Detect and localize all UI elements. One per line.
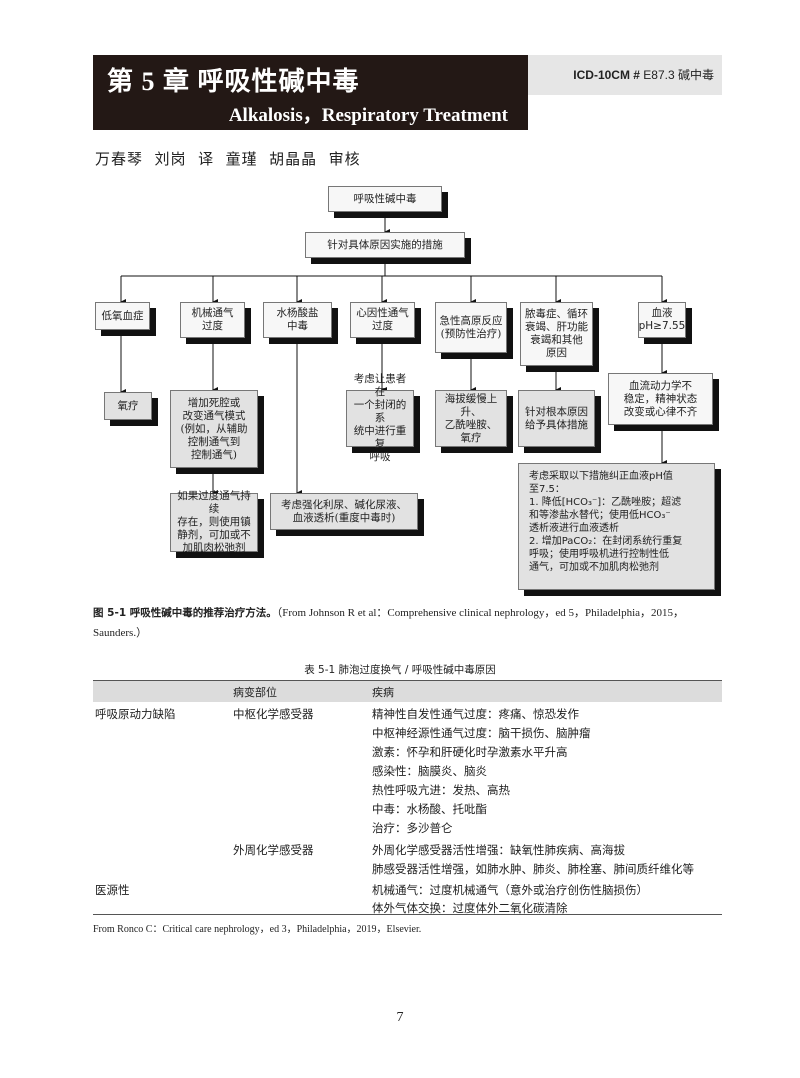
row-disease: 热性呼吸亢进：发热、高热: [372, 783, 510, 797]
row-disease: 激素：怀孕和肝硬化时孕激素水平升高: [372, 745, 568, 759]
flow-followup-diuresis: 考虑强化利尿、碱化尿液、 血液透析(重度中毒时): [270, 493, 418, 530]
row-disease: 中枢神经源性通气过度：脑干损伤、脑肿瘤: [372, 726, 591, 740]
figure-caption-source-cont: Saunders.）: [93, 627, 148, 639]
figure-caption: 图 5-1 呼吸性碱中毒的推荐治疗方法。（From Johnson R et a…: [93, 604, 733, 620]
flow-action-altitude: 海拔缓慢上升、 乙酰唑胺、 氧疗: [435, 390, 507, 447]
header-site: 病变部位: [233, 686, 277, 699]
figure-caption-label: 图 5-1 呼吸性碱中毒的推荐治疗方法。: [93, 607, 277, 619]
figure-caption-source: （From Johnson R et al：Comprehensive clin…: [276, 607, 685, 619]
flow-cause-psychogenic: 心因性通气 过度: [350, 302, 415, 338]
page-number: 7: [396, 1010, 404, 1025]
row-disease: 机械通气：过度机械通气（意外或治疗创伤性脑损伤）: [372, 883, 648, 897]
row-disease: 中毒：水杨酸、托吡酯: [372, 802, 487, 816]
flow-followup-ph-correction: 考虑采取以下措施纠正血液pH值 至7.5： 1. 降低[HCO₃⁻]：乙酰唑胺；…: [518, 463, 715, 590]
flow-cause-hypoxemia: 低氧血症: [95, 302, 150, 330]
authors-line: 万春琴 刘岗 译 童瑾 胡晶晶 审核: [95, 150, 361, 168]
table-header: 病变部位 疾病: [93, 680, 722, 702]
flow-cause-blood-ph: 血液 pH≥7.55: [638, 302, 686, 338]
flow-cause-mechanical-ventilation: 机械通气 过度: [180, 302, 245, 338]
flow-action-oxygen: 氧疗: [104, 392, 152, 420]
row-category: 呼吸原动力缺陷: [95, 707, 176, 721]
icd-label: ICD-10CM #: [573, 68, 640, 82]
chapter-title: 第 5 章 呼吸性碱中毒: [107, 67, 360, 96]
table-title: 表 5-1 肺泡过度换气 / 呼吸性碱中毒原因: [304, 664, 496, 676]
row-site: 外周化学感受器: [233, 843, 314, 857]
table-bottom-rule: [93, 914, 722, 915]
flow-action-hemodynamic: 血流动力学不 稳定，精神状态 改变或心律不齐: [608, 373, 713, 425]
row-disease: 精神性自发性通气过度：疼痛、惊恐发作: [372, 707, 579, 721]
flow-cause-salicylate: 水杨酸盐 中毒: [263, 302, 332, 338]
flow-cause-sepsis: 脓毒症、循环 衰竭、肝功能 衰竭和其他 原因: [520, 302, 593, 366]
chapter-title-bar: 第 5 章 呼吸性碱中毒 Alkalosis，Respiratory Treat…: [93, 55, 528, 130]
english-title: Alkalosis，Respiratory Treatment: [228, 105, 508, 126]
flow-root-node: 呼吸性碱中毒: [328, 186, 442, 212]
icd-code: E87.3 碱中毒: [639, 68, 714, 82]
row-disease: 治疗：多沙普仑: [372, 821, 453, 835]
flow-cause-altitude: 急性高原反应 (预防性治疗): [435, 302, 507, 353]
table-source: From Ronco C：Critical care nephrology，ed…: [93, 924, 422, 935]
flow-action-dead-space: 增加死腔或 改变通气模式 (例如，从辅助 控制通气到 控制通气): [170, 390, 258, 468]
row-category: 医源性: [95, 883, 130, 897]
flow-action-rebreathing: 考虑让患者在 一个封闭的系 统中进行重复 呼吸: [346, 373, 414, 463]
flow-action-underlying-cause: 针对根本原因 给予具体措施: [518, 390, 595, 447]
row-disease: 体外气体交换：过度体外二氧化碳清除: [372, 901, 568, 915]
row-site: 中枢化学感受器: [233, 707, 314, 721]
header-disease: 疾病: [372, 686, 394, 699]
row-disease: 感染性：脑膜炎、脑炎: [372, 764, 487, 778]
flow-measures-node: 针对具体原因实施的措施: [305, 232, 465, 258]
row-disease: 外周化学感受器活性增强：缺氧性肺疾病、高海拔: [372, 843, 625, 857]
flow-followup-sedation: 如果过度通气持续 存在，则使用镇 静剂，可加或不 加肌肉松弛剂: [170, 490, 258, 554]
row-disease: 肺感受器活性增强，如肺水肿、肺炎、肺栓塞、肺间质纤维化等: [372, 862, 694, 876]
icd-code-box: ICD-10CM # E87.3 碱中毒: [528, 55, 722, 95]
